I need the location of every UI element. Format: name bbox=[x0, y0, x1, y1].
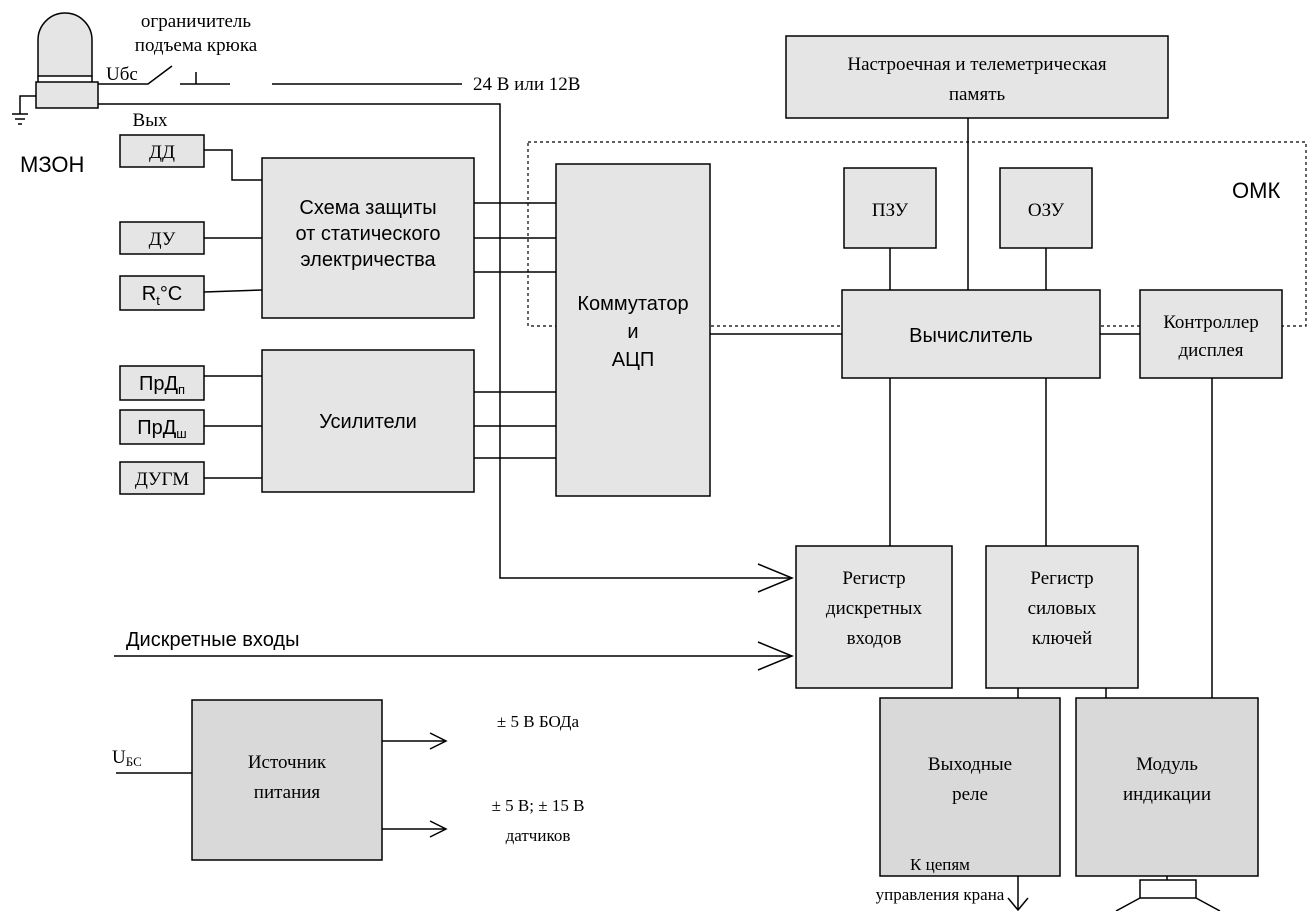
amplifiers: Усилители bbox=[261, 349, 556, 493]
sensor-dd bbox=[119, 134, 205, 168]
arrow-icon bbox=[429, 820, 448, 838]
arrow-icon bbox=[757, 641, 794, 671]
power-label-1: Источник bbox=[248, 752, 327, 773]
sensor-du-label: ДУ bbox=[149, 229, 176, 250]
indication-label-1: Модуль bbox=[1136, 754, 1198, 775]
sensor-dugm bbox=[119, 461, 205, 495]
sensor-rt bbox=[119, 275, 205, 311]
mux-label-2: и bbox=[627, 321, 638, 343]
vyh-label: Вых bbox=[133, 110, 168, 131]
hook-limit-sensor: ограничитель подъема крюка Uбс 24 В или … bbox=[12, 11, 794, 593]
sensor-rt-label: Rt°C bbox=[142, 283, 183, 308]
display-ctrl-label-2: дисплея bbox=[1178, 340, 1243, 361]
mux-label-3: АЦП bbox=[612, 349, 655, 371]
protection-label-2: от статического bbox=[296, 223, 441, 245]
mux-adc: Коммутатор и АЦП bbox=[555, 163, 842, 497]
sensor-dugm-label: ДУГМ bbox=[135, 469, 189, 490]
sensor-dome-icon bbox=[37, 12, 93, 77]
relays-label-2: реле bbox=[952, 784, 988, 805]
protection-label-3: электричества bbox=[300, 249, 436, 271]
indication-label-2: индикации bbox=[1123, 784, 1211, 805]
sensor-du bbox=[119, 221, 205, 255]
limiter-label-1: ограничитель bbox=[141, 11, 252, 32]
rom: ПЗУ bbox=[843, 167, 937, 290]
sensor-prd-sh bbox=[119, 409, 205, 445]
power-supply: Источник питания UБС ± 5 В БОДа ± 5 В; ±… bbox=[112, 699, 585, 861]
ram: ОЗУ bbox=[999, 167, 1093, 290]
sensor-prd-p-label: ПрДп bbox=[139, 373, 185, 397]
omk-label: ОМК bbox=[1232, 178, 1280, 203]
sensor-voltage-label-2: датчиков bbox=[506, 826, 571, 845]
limit-switch-icon bbox=[98, 65, 230, 85]
power-key-register: Регистр силовых ключей bbox=[985, 545, 1139, 698]
sensor-dd-label: ДД bbox=[149, 142, 175, 163]
mzon-label: МЗОН bbox=[20, 152, 84, 177]
u-bs-input-label: UБС bbox=[112, 747, 142, 769]
arrow-down-icon bbox=[1007, 897, 1029, 911]
cpu: Вычислитель bbox=[841, 289, 1140, 546]
boda-voltage-label: ± 5 В БОДа bbox=[497, 712, 580, 731]
mux-label-1: Коммутатор bbox=[577, 293, 688, 315]
reg-keys-label-2: силовых bbox=[1028, 598, 1097, 619]
discrete-input-register: Регистр дискретных входов bbox=[795, 545, 953, 689]
power-label-2: питания bbox=[254, 782, 321, 803]
ram-label: ОЗУ bbox=[1028, 200, 1065, 221]
supply-voltage-label: 24 В или 12В bbox=[473, 74, 580, 95]
discrete-inputs-label: Дискретные входы bbox=[126, 629, 299, 651]
display-ctrl-label-1: Контроллер bbox=[1163, 312, 1259, 333]
sensor-output-wire bbox=[98, 103, 792, 579]
sensor-group: ДД ДУ Rt°C ПрДп ПрДш ДУГМ bbox=[119, 134, 263, 495]
reg-keys-label-1: Регистр bbox=[1030, 568, 1093, 589]
relays-label-1: Выходные bbox=[928, 754, 1012, 775]
speaker-icon bbox=[1115, 879, 1221, 911]
arrow-icon bbox=[757, 563, 794, 593]
amplifiers-label: Усилители bbox=[319, 411, 417, 433]
arrow-icon bbox=[429, 732, 448, 750]
protection-circuit: Схема защиты от статического электричест… bbox=[261, 157, 556, 319]
crane-label-2: управления крана bbox=[876, 885, 1005, 904]
sensor-base bbox=[35, 81, 99, 109]
memory-label-1: Настроечная и телеметрическая bbox=[847, 54, 1106, 75]
protection-label-1: Схема защиты bbox=[299, 197, 436, 219]
u-bs-label: Uбс bbox=[106, 64, 138, 85]
sensor-prd-sh-label: ПрДш bbox=[137, 417, 186, 441]
cpu-label: Вычислитель bbox=[909, 325, 1033, 347]
crane-label-1: К цепям bbox=[910, 855, 970, 874]
reg-inputs-label-1: Регистр bbox=[842, 568, 905, 589]
sensor-prd-p bbox=[119, 365, 205, 401]
indication-module: Модуль индикации bbox=[1075, 697, 1259, 911]
memory-label-2: память bbox=[949, 84, 1006, 105]
output-relays: Выходные реле К цепям управления крана bbox=[876, 697, 1061, 911]
config-memory: Настроечная и телеметрическая память bbox=[785, 35, 1169, 290]
limiter-label-2: подъема крюка bbox=[135, 35, 258, 56]
rom-label: ПЗУ bbox=[872, 200, 909, 221]
sensor-voltage-label-1: ± 5 В; ± 15 В bbox=[492, 796, 585, 815]
ground-icon bbox=[12, 95, 36, 125]
reg-keys-label-3: ключей bbox=[1032, 628, 1092, 649]
display-controller: Контроллер дисплея bbox=[1139, 289, 1283, 698]
reg-inputs-label-3: входов bbox=[847, 628, 902, 649]
reg-inputs-label-2: дискретных bbox=[826, 598, 923, 619]
